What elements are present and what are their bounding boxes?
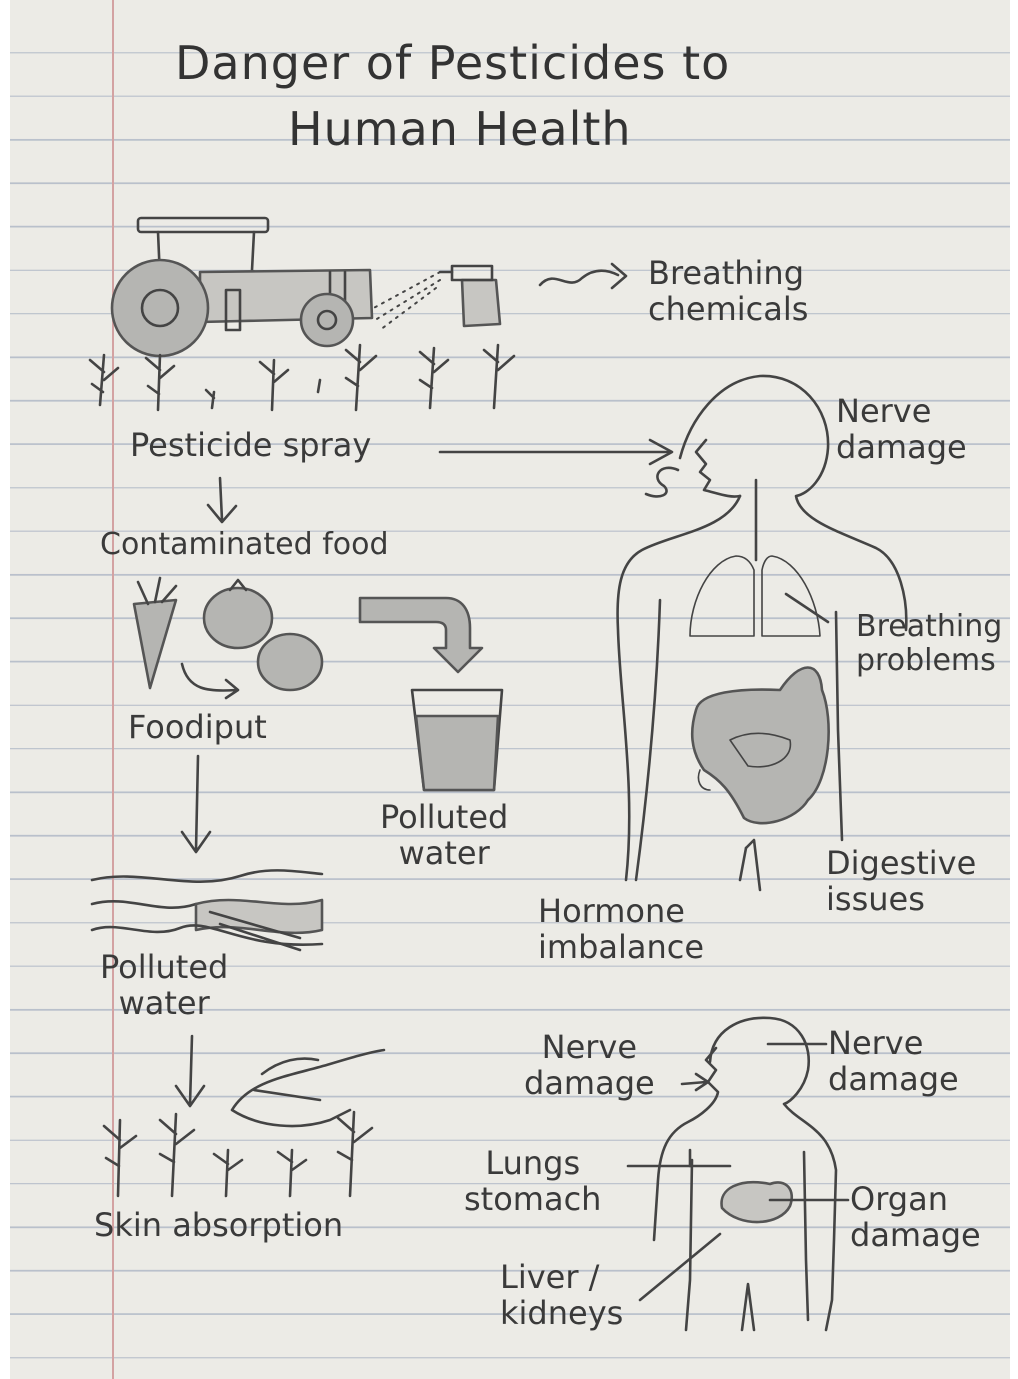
crop-plants-icon [104, 1112, 372, 1196]
label-foodiput: Foodiput [128, 710, 267, 746]
squiggle-arrowhead-icon [612, 264, 626, 288]
breath-curl-icon [646, 468, 678, 497]
hand-icon [232, 1050, 384, 1126]
squiggle-arrow-icon [540, 271, 618, 285]
down-arrow-icon [176, 1036, 204, 1106]
water-glass-icon [412, 690, 502, 790]
curve-arrow-icon [182, 664, 238, 698]
tomato-icon [204, 580, 322, 690]
human-body-small-icon [628, 1018, 848, 1330]
label-pesticide-spray: Pesticide spray [130, 428, 371, 464]
river-icon [92, 870, 322, 950]
label-liver-kidneys: Liver /kidneys [500, 1260, 623, 1332]
spray-bottle-icon [370, 266, 500, 330]
bent-arrow-icon [360, 598, 482, 672]
label-skin-absorption: Skin absorption [94, 1208, 343, 1244]
carrot-icon [134, 578, 176, 688]
down-arrow-icon [208, 478, 236, 522]
down-arrow-icon [182, 756, 210, 852]
label-contaminated-food: Contaminated food [100, 528, 389, 562]
tractor-icon [112, 218, 372, 356]
